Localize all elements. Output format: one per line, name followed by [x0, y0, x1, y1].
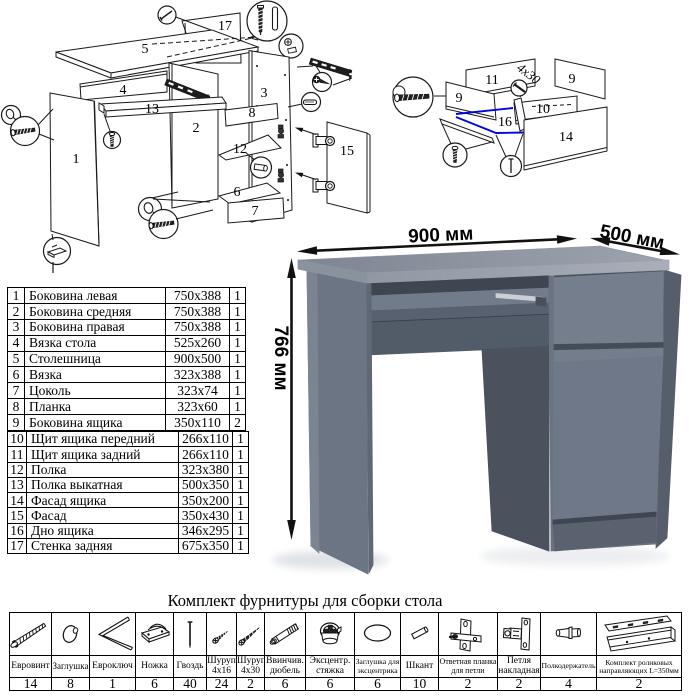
svg-text:7: 7: [252, 204, 259, 219]
svg-text:6: 6: [234, 185, 241, 200]
svg-text:10: 10: [536, 102, 550, 117]
svg-text:16: 16: [498, 115, 512, 130]
svg-text:8: 8: [249, 106, 256, 121]
svg-text:1: 1: [73, 152, 80, 167]
svg-text:9: 9: [456, 91, 463, 106]
svg-text:9: 9: [569, 72, 576, 87]
svg-text:17: 17: [218, 19, 232, 34]
svg-text:3: 3: [261, 86, 268, 101]
svg-text:4: 4: [120, 83, 127, 98]
svg-text:900 мм: 900 мм: [408, 224, 474, 248]
svg-text:11: 11: [485, 73, 498, 88]
svg-text:5: 5: [142, 42, 149, 57]
svg-text:13: 13: [145, 102, 159, 117]
svg-text:766 мм: 766 мм: [270, 325, 291, 390]
svg-text:14: 14: [559, 130, 573, 145]
svg-text:2: 2: [193, 121, 200, 136]
svg-text:15: 15: [340, 144, 354, 159]
svg-text:12: 12: [233, 142, 247, 157]
